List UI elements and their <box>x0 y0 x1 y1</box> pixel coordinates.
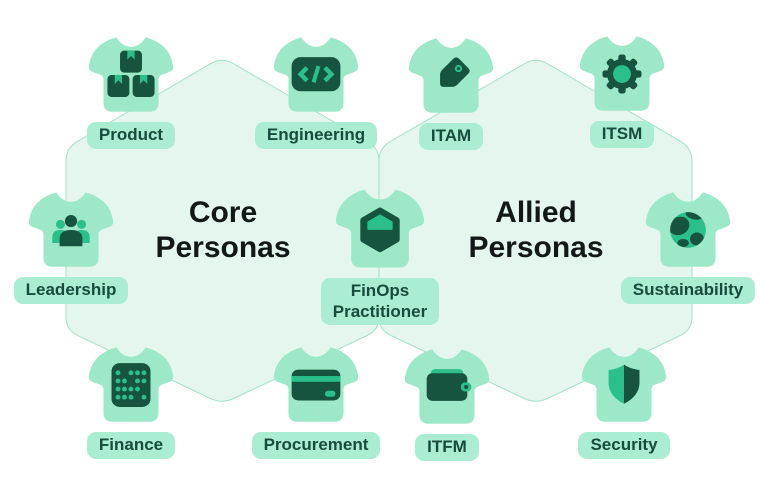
persona-label-text: Procurement <box>263 435 369 454</box>
persona-label: ITAM <box>418 123 484 150</box>
tshirt <box>273 34 359 116</box>
persona-label: Finance <box>86 432 176 459</box>
persona-itam: ITAM <box>376 35 526 150</box>
tshirt <box>579 33 665 115</box>
allied-title-line2: Personas <box>468 230 604 264</box>
wallet-icon <box>426 369 472 401</box>
persona-label-text: Sustainability <box>632 280 744 299</box>
persona-security: Security <box>549 344 699 459</box>
allied-personas-title: Allied Personas <box>436 196 636 266</box>
persona-product: Product <box>56 34 206 149</box>
dot-grid-icon <box>111 363 151 407</box>
finops-hexagon-icon <box>360 207 400 253</box>
tshirt <box>581 344 667 426</box>
core-title-line2: Personas <box>155 230 291 264</box>
persona-label: Product <box>86 122 176 149</box>
persona-finops-practitioner: FinOps Practitioner <box>305 186 455 326</box>
persona-label: ITFM <box>415 434 479 461</box>
persona-procurement: Procurement <box>241 344 391 459</box>
persona-label-text: ITSM <box>601 124 643 143</box>
persona-sustainability: Sustainability <box>613 189 760 304</box>
persona-itfm: ITFM <box>372 346 522 461</box>
persona-label-text: ITAM <box>430 126 472 145</box>
gear-icon <box>602 54 642 94</box>
tshirt <box>335 186 425 272</box>
persona-finance: Finance <box>56 344 206 459</box>
tshirt-shape <box>28 192 114 267</box>
tshirt <box>88 34 174 116</box>
persona-itsm: ITSM <box>547 33 697 148</box>
persona-label-line2: Practitioner <box>332 301 428 321</box>
persona-label-text: Product <box>98 125 164 144</box>
persona-label-text: Security <box>590 435 658 454</box>
persona-label: Security <box>578 432 670 459</box>
persona-label: Sustainability <box>620 277 756 304</box>
persona-label: Engineering <box>254 122 378 149</box>
persona-label-text: ITFM <box>427 437 467 456</box>
persona-label-text: Engineering <box>266 125 366 144</box>
core-personas-title: Core Personas <box>123 196 323 266</box>
persona-label: Procurement <box>251 432 381 459</box>
boxes-icon <box>107 50 155 97</box>
tshirt <box>645 189 731 271</box>
persona-label: FinOps Practitioner <box>320 278 440 326</box>
persona-label-line1: FinOps <box>350 281 410 300</box>
tshirt <box>273 344 359 426</box>
tshirt <box>408 35 494 117</box>
persona-label: ITSM <box>589 121 655 148</box>
persona-leadership: Leadership <box>0 189 146 304</box>
credit-card-icon <box>291 369 341 401</box>
allied-title-line1: Allied <box>495 196 577 229</box>
shield-icon <box>608 364 640 404</box>
price-tag-icon <box>440 57 470 87</box>
tshirt <box>28 189 114 271</box>
people-group-icon <box>52 214 90 247</box>
code-brackets-icon <box>291 57 341 92</box>
core-title-line1: Core <box>188 196 258 229</box>
tshirt <box>404 346 490 428</box>
persona-engineering: Engineering <box>241 34 391 149</box>
persona-label: Leadership <box>13 277 129 304</box>
persona-label-text: Finance <box>98 435 164 454</box>
globe-icon <box>670 212 706 248</box>
persona-label-text: Leadership <box>25 280 117 299</box>
tshirt <box>88 344 174 426</box>
